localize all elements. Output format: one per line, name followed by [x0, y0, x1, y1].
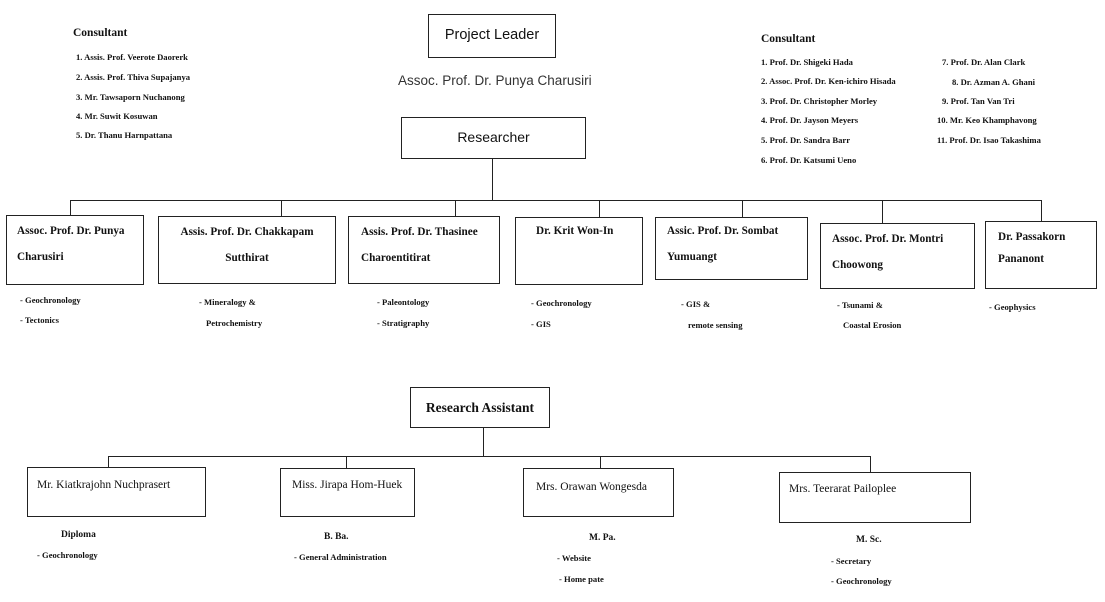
list-item: 7. Prof. Dr. Alan Clark	[942, 57, 1026, 67]
assistant-name: Miss. Jirapa Hom-Huek	[292, 479, 403, 491]
research-area: remote sensing	[688, 320, 743, 330]
research-area: - Tsunami &	[837, 300, 883, 310]
assistant-duty: - General Administration	[294, 552, 387, 562]
researcher-box: Researcher	[401, 117, 586, 159]
assistant-duty: - Secretary	[831, 556, 872, 566]
assistant-duty: - Geochronology	[37, 550, 98, 560]
researcher-box-1: Assoc. Prof. Dr. Punya Charusiri	[6, 215, 144, 285]
research-area: - Stratigraphy	[377, 318, 430, 328]
connector-line	[281, 200, 282, 216]
connector-line	[70, 200, 71, 215]
connector-line	[346, 456, 347, 469]
assistant-name: Mrs. Orawan Wongesda	[536, 481, 647, 493]
list-item: 10. Mr. Keo Khamphavong	[937, 115, 1037, 125]
connector-line	[600, 456, 601, 469]
list-item: 8. Dr. Azman A. Ghani	[952, 77, 1036, 87]
researcher-name: Assic. Prof. Dr. Sombat	[667, 225, 779, 237]
research-area: - Geochronology	[531, 298, 592, 308]
research-area: - Paleontology	[377, 297, 430, 307]
assistant-duty: - Geochronology	[831, 576, 892, 586]
research-area: Coastal Erosion	[843, 320, 902, 330]
list-item: 5. Prof. Dr. Sandra Barr	[761, 135, 851, 145]
list-item: 5. Dr. Thanu Harnpattana	[76, 130, 173, 140]
researcher-name: Pananont	[998, 253, 1045, 265]
list-item: 4. Prof. Dr. Jayson Meyers	[761, 115, 859, 125]
researcher-name: Assoc. Prof. Dr. Montri	[832, 233, 944, 245]
connector-line	[455, 200, 456, 216]
researcher-name: Assis. Prof. Dr. Thasinee	[361, 226, 478, 238]
consultant-right-title: Consultant	[761, 33, 816, 45]
researcher-box-6: Assoc. Prof. Dr. Montri Choowong	[820, 223, 975, 289]
researcher-box-2: Assis. Prof. Dr. Chakkapam Sutthirat	[158, 216, 336, 284]
list-item: 3. Prof. Dr. Christopher Morley	[761, 96, 878, 106]
connector-line	[483, 428, 484, 456]
connector-line	[742, 200, 743, 217]
assistant-duty: - Website	[557, 553, 591, 563]
researcher-name: Sutthirat	[225, 252, 269, 264]
assistant-box-1: Mr. Kiatkrajohn Nuchprasert	[27, 467, 206, 517]
assistant-degree: M. Pa.	[589, 533, 616, 543]
researcher-name: Charusiri	[17, 251, 64, 263]
connector-line	[70, 200, 1042, 201]
researcher-name: Charoentitirat	[361, 252, 431, 264]
assistant-degree: Diploma	[61, 530, 96, 540]
assistant-degree: M. Sc.	[856, 535, 882, 545]
list-item: 9. Prof. Tan Van Tri	[942, 96, 1015, 106]
connector-line	[882, 200, 883, 223]
list-item: 2. Assis. Prof. Thiva Supajanya	[76, 72, 191, 82]
researcher-label: Researcher	[457, 129, 530, 145]
project-leader-label: Project Leader	[444, 27, 540, 43]
research-area: - Tectonics	[20, 315, 59, 325]
researcher-box-3: Assis. Prof. Dr. Thasinee Charoentitirat	[348, 216, 500, 284]
consultant-left-title: Consultant	[73, 27, 128, 39]
project-leader-box: Project Leader	[428, 14, 556, 58]
researcher-name: Assoc. Prof. Dr. Punya	[17, 225, 125, 237]
assistant-box-4: Mrs. Teerarat Pailoplee	[779, 472, 971, 523]
list-item: 2. Assoc. Prof. Dr. Ken-ichiro Hisada	[761, 76, 896, 86]
research-assistant-label: Research Assistant	[425, 400, 535, 415]
connector-line	[108, 456, 871, 457]
assistant-name: Mrs. Teerarat Pailoplee	[789, 483, 897, 495]
assistant-duty: - Home pate	[559, 574, 604, 584]
list-item: 1. Prof. Dr. Shigeki Hada	[761, 57, 853, 67]
connector-line	[1041, 200, 1042, 221]
list-item: 4. Mr. Suwit Kosuwan	[76, 111, 158, 121]
list-item: 6. Prof. Dr. Katsumi Ueno	[761, 155, 857, 165]
researcher-box-5: Assic. Prof. Dr. Sombat Yumuangt	[655, 217, 808, 280]
research-area: Petrochemistry	[206, 318, 263, 328]
project-leader-name: Assoc. Prof. Dr. Punya Charusiri	[398, 73, 592, 88]
researcher-name: Choowong	[832, 259, 883, 271]
research-area: - GIS	[531, 319, 551, 329]
research-area: - Geochronology	[20, 295, 81, 305]
researcher-name: Dr. Passakorn	[998, 231, 1066, 243]
assistant-name: Mr. Kiatkrajohn Nuchprasert	[37, 479, 171, 491]
connector-line	[599, 200, 600, 217]
assistant-box-2: Miss. Jirapa Hom-Huek	[280, 468, 415, 517]
connector-line	[870, 456, 871, 473]
researcher-name: Assis. Prof. Dr. Chakkapam	[180, 226, 314, 238]
researcher-name: Dr. Krit Won-In	[536, 225, 614, 237]
researcher-name: Yumuangt	[667, 251, 717, 263]
connector-line	[108, 456, 109, 468]
list-item: 1. Assis. Prof. Veerote Daorerk	[76, 52, 188, 62]
research-assistant-box: Research Assistant	[410, 387, 550, 428]
connector-line	[492, 159, 493, 201]
research-area: - Mineralogy &	[199, 297, 256, 307]
list-item: 11. Prof. Dr. Isao Takashima	[937, 135, 1041, 145]
list-item: 3. Mr. Tawsaporn Nuchanong	[76, 92, 185, 102]
assistant-degree: B. Ba.	[324, 532, 349, 542]
research-area: - GIS &	[681, 299, 711, 309]
researcher-box-7: Dr. Passakorn Pananont	[985, 221, 1097, 289]
research-area: - Geophysics	[989, 302, 1036, 312]
assistant-box-3: Mrs. Orawan Wongesda	[523, 468, 674, 517]
researcher-box-4: Dr. Krit Won-In	[515, 217, 643, 285]
